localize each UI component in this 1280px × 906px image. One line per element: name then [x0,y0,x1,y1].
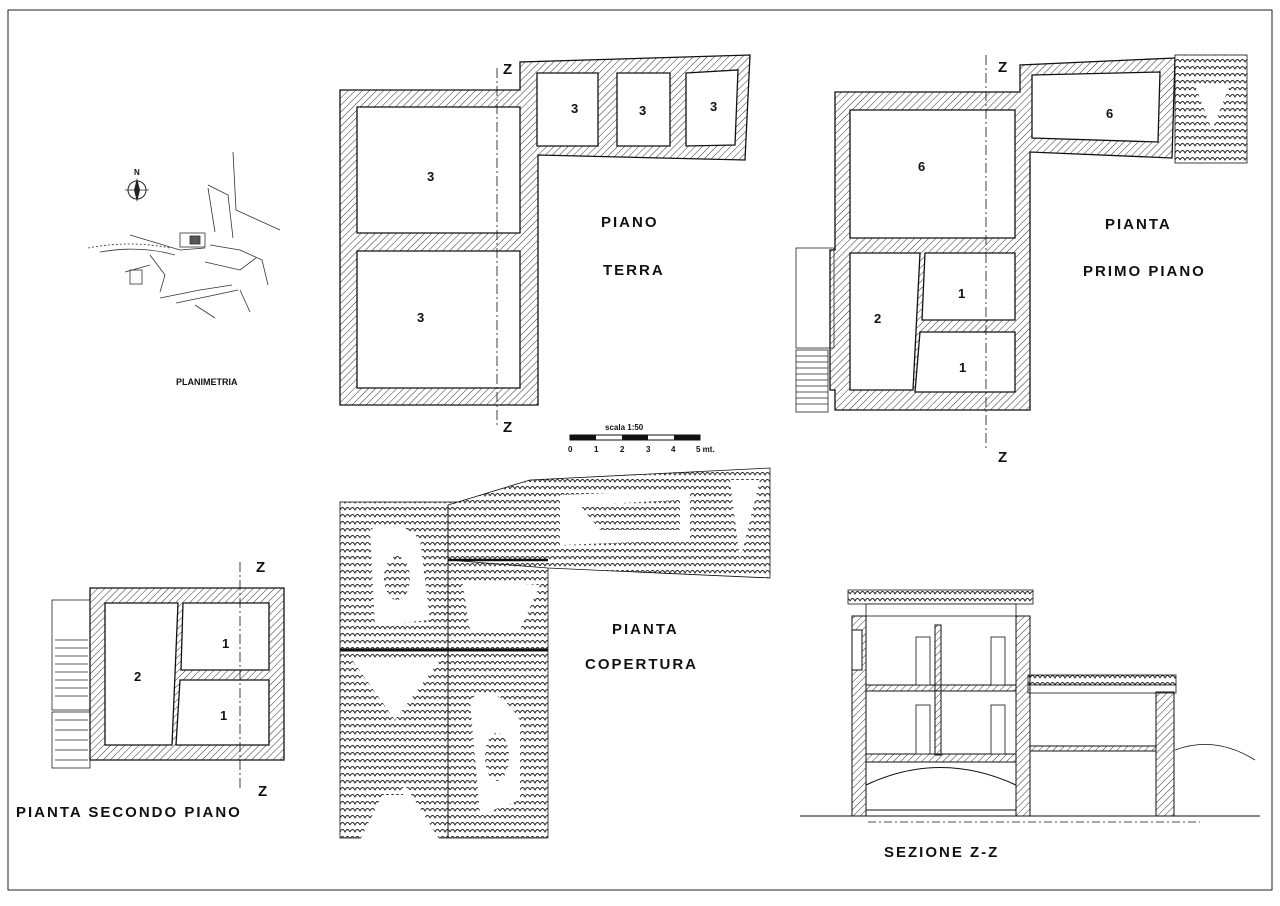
ground-floor-title-2: TERRA [603,262,665,279]
section-mark-top: Z [503,61,512,78]
sheet-border [7,9,1273,891]
room-number: 6 [1106,106,1113,121]
room-number: 3 [639,103,646,118]
roof-plan: PIANTA COPERTURA [339,467,771,840]
scale-tick: 4 [671,445,676,454]
first-floor-plan: Z Z 6 6 2 1 1 PIANTA PRIMO PIANO [795,54,1248,466]
second-floor-plan: Z Z 2 1 1 PIANTA SECONDO PIANO [16,559,285,821]
section-mark-top: Z [998,59,1007,76]
first-floor-title-2: PRIMO PIANO [1083,263,1206,280]
room-number: 1 [220,708,227,723]
section-roof [1027,674,1177,686]
ground-floor-title-1: PIANO [601,214,659,231]
room-number: 3 [571,101,578,116]
room-number: 3 [417,310,424,325]
room-number: 1 [959,360,966,375]
scale-label: scala 1:50 [605,423,644,432]
scale-tick: 2 [620,445,625,454]
section-title: SEZIONE Z-Z [884,844,999,861]
first-floor-title-1: PIANTA [1105,216,1172,233]
scale-bar: scala 1:50 0 1 2 3 4 5 mt. [568,423,715,454]
room-number: 2 [874,311,881,326]
site-plan-title: PLANIMETRIA [176,377,238,387]
external-stair [795,247,835,413]
room-number: 3 [710,99,717,114]
second-floor-walls [89,587,285,761]
first-floor-walls [829,57,1176,411]
room-number: 3 [427,169,434,184]
section-mark-top: Z [256,559,265,576]
scale-tick: 0 [568,445,573,454]
external-stair [51,599,91,769]
second-floor-title: PIANTA SECONDO PIANO [16,804,242,821]
room-number: 1 [958,286,965,301]
ground-floor-walls [339,54,751,406]
room-number: 6 [918,159,925,174]
section-mark-bottom: Z [998,449,1007,466]
scale-tick: 1 [594,445,599,454]
north-label: N [134,168,140,177]
ground-floor-plan: Z Z 3 3 3 3 3 PIANO TERRA [339,54,751,436]
section-mark-bottom: Z [258,783,267,800]
site-plan: N PLANIMETRIA [87,151,281,387]
section-roof [847,589,1034,605]
section-mark-bottom: Z [503,419,512,436]
roof-plan-title-2: COPERTURA [585,656,698,673]
scale-tick: 5 mt. [696,445,715,454]
roof-plan-title-1: PIANTA [612,621,679,638]
scale-tick: 3 [646,445,651,454]
room-number: 2 [134,669,141,684]
section-z-z: SEZIONE Z-Z [800,589,1260,861]
room-number: 1 [222,636,229,651]
